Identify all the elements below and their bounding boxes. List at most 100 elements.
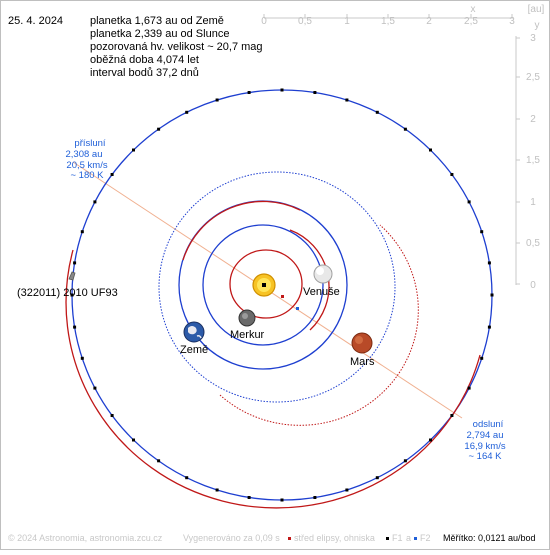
perihelion-title: přísluní	[74, 138, 106, 149]
asteroid-position-mark	[450, 414, 454, 417]
info-magnitude: pozorovaná hv. velikost ~ 20,7 mag	[90, 41, 263, 53]
venus-label: Venuše	[303, 286, 340, 298]
venus-orbit	[202, 224, 324, 346]
asteroid-position-mark	[110, 414, 114, 417]
asteroid-position-mark	[280, 498, 284, 502]
y-tick-0-5: 0,5	[526, 238, 540, 249]
asteroid-position-mark	[313, 496, 317, 499]
asteroid-position-mark	[487, 325, 491, 329]
asteroid-position-mark	[403, 127, 407, 131]
right-axis: 3 2,5 2 1,5 1 0,5 0 y	[515, 20, 540, 291]
x-tick-5: 2,5	[464, 16, 478, 27]
asteroid-position-mark	[80, 230, 84, 234]
mercury-icon	[238, 309, 256, 327]
asteroid-position-mark	[345, 98, 349, 102]
earth-orbit-near-segment	[182, 200, 301, 261]
legend-center-marker	[288, 537, 291, 540]
mercury-label: Merkur	[230, 329, 265, 341]
footer: © 2024 Astronomia, astronomia.zcu.cz Vyg…	[8, 533, 536, 543]
y-tick-1: 1	[530, 197, 536, 208]
aphelion-title: odsluní	[473, 419, 504, 430]
aphelion-speed: 16,9 km/s	[464, 441, 505, 452]
header-info: 25. 4. 2024 planetka 1,673 au od Země pl…	[8, 15, 263, 79]
info-distance-earth: planetka 1,673 au od Země	[90, 15, 224, 27]
earth-label: Země	[180, 344, 208, 356]
top-axis: 0 0,5 1 1,5 2 2,5 3 x [au]	[261, 4, 544, 27]
legend-f2-marker	[414, 537, 417, 540]
y-tick-2-5: 2,5	[526, 72, 540, 83]
asteroid-position-mark	[450, 173, 454, 176]
venus-icon	[313, 264, 333, 284]
asteroid-position-mark	[132, 148, 135, 152]
asteroid-position-mark	[429, 148, 432, 152]
mars-orbit	[158, 171, 396, 403]
perihelion-speed: 20,5 km/s	[66, 160, 107, 171]
ellipse-center-marker	[281, 295, 284, 298]
x-tick-4: 2	[426, 16, 432, 27]
asteroid-position-mark	[157, 127, 161, 131]
asteroid-position-mark	[480, 230, 484, 234]
footer-legend-f2: F2	[420, 533, 431, 543]
asteroid-position-mark	[110, 173, 114, 176]
asteroid-orbit-near-segment	[65, 249, 481, 509]
footer-legend-a: a	[406, 533, 411, 543]
footer-copyright: © 2024 Astronomia, astronomia.zcu.cz	[8, 533, 163, 543]
footer-scale: Měřítko: 0,0121 au/bod	[443, 533, 536, 543]
y-tick-3: 3	[530, 33, 536, 44]
asteroid-position-mark	[185, 110, 189, 114]
asteroid-position-mark	[375, 476, 379, 480]
asteroid-position-mark	[215, 488, 219, 492]
asteroid-position-mark	[487, 261, 491, 265]
asteroid-position-mark	[73, 325, 77, 329]
asteroid-position-mark	[280, 88, 284, 92]
footer-legend-f1: F1	[392, 533, 403, 543]
asteroid-position-mark	[313, 91, 317, 94]
y-tick-0: 0	[530, 280, 536, 291]
asteroid-position-mark	[345, 488, 349, 492]
info-interval: interval bodů 37,2 dnů	[90, 67, 199, 79]
asteroid-position-mark	[157, 459, 161, 463]
legend-f1-marker	[386, 537, 389, 540]
y-tick-2: 2	[530, 114, 536, 125]
asteroid-position-mark	[375, 110, 379, 114]
perihelion-temperature: ~ 180 K	[70, 170, 104, 181]
info-distance-sun: planetka 2,339 au od Slunce	[90, 28, 229, 40]
asteroid-position-mark	[93, 200, 97, 204]
sun-icon	[252, 273, 276, 297]
asteroid-position-mark	[93, 386, 97, 390]
aphelion-temperature: ~ 164 K	[468, 451, 502, 462]
asteroid-position-mark	[185, 476, 189, 480]
asteroid-position-mark	[467, 386, 471, 390]
asteroid-position-mark	[429, 438, 432, 442]
asteroid-position-mark	[70, 293, 74, 297]
asteroid-position-mark	[132, 438, 135, 442]
asteroid-position-mark	[80, 356, 84, 360]
x-tick-0: 0	[261, 16, 267, 27]
focus-f2-marker	[296, 307, 299, 310]
earth-icon	[183, 321, 205, 343]
aphelion-distance: 2,794 au	[467, 430, 504, 441]
asteroid-position-mark	[247, 496, 251, 499]
asteroid-position-mark	[480, 356, 484, 360]
perihelion-distance: 2,308 au	[66, 149, 103, 160]
x-axis-name: x	[471, 4, 476, 15]
asteroid-icon	[68, 271, 76, 281]
x-tick-3: 1,5	[381, 16, 395, 27]
mercury-orbit	[229, 249, 303, 319]
asteroid-position-mark	[403, 459, 407, 463]
y-tick-1-5: 1,5	[526, 155, 540, 166]
x-axis-unit: [au]	[528, 4, 545, 15]
mars-label: Mars	[350, 356, 375, 368]
y-axis-name: y	[535, 20, 540, 31]
asteroid-position-mark	[490, 293, 494, 297]
footer-legend-center: střed elipsy, ohniska	[294, 533, 375, 543]
x-tick-1: 0,5	[298, 16, 312, 27]
date-label: 25. 4. 2024	[8, 15, 63, 27]
asteroid-position-mark	[73, 261, 77, 265]
x-tick-6: 3	[509, 16, 515, 27]
x-tick-2: 1	[344, 16, 350, 27]
asteroid-position-mark	[467, 200, 471, 204]
